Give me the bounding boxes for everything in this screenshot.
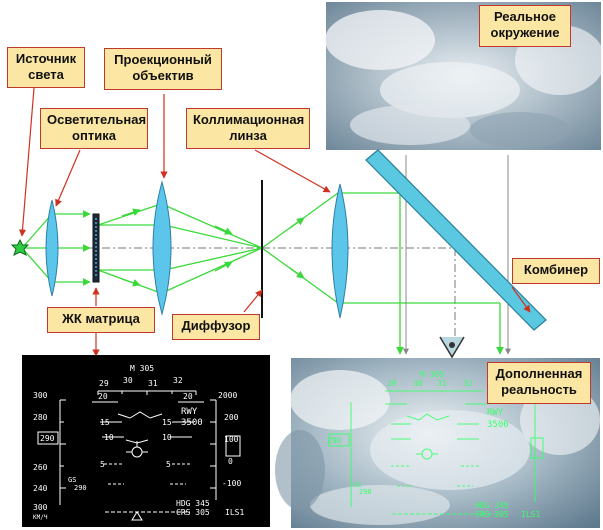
hud-hdg: HDG 345 xyxy=(176,499,210,508)
hud-rwy-label: RWY xyxy=(181,407,198,417)
ar-heading-scale-0: 29 xyxy=(387,379,397,388)
hud-screen: M 305 29 30 31 32 20 20 15 15 10 10 5 5 … xyxy=(22,355,270,527)
augmented-hud-overlay: M 305 29 30 31 32 290 GS 290 RWY 3500 HD… xyxy=(327,370,544,519)
label-illumination-optics-line1: Осветительная xyxy=(47,112,147,127)
label-light-source: Источник света xyxy=(7,47,85,88)
hud-alt-minus100: -100 xyxy=(222,479,241,488)
label-diffuser-text: Диффузор xyxy=(181,318,251,333)
ar-rwy-value: 3500 xyxy=(487,420,509,430)
hud-heading-scale-2: 31 xyxy=(148,379,158,388)
label-real-environment-line2: окружение xyxy=(490,25,560,40)
label-diffuser: Диффузор xyxy=(172,314,260,340)
hud-alt-200: 200 xyxy=(224,413,239,422)
light-rays xyxy=(21,192,504,355)
ar-crs: CRS 305 xyxy=(475,510,509,519)
hud-heading-scale-3: 32 xyxy=(173,376,183,385)
label-projection-lens-line1: Проекционный xyxy=(114,52,212,67)
label-collimation-lens-line1: Коллимационная xyxy=(193,112,305,127)
label-projection-lens: Проекционный объектив xyxy=(104,48,222,90)
hud-pitch-15-left: 15 xyxy=(100,418,110,427)
leader-arrows xyxy=(18,87,531,357)
hud-pitch-15-right: 15 xyxy=(162,418,172,427)
label-projection-lens-line2: объектив xyxy=(132,68,194,83)
collimation-lens xyxy=(331,183,349,319)
ar-heading-scale-3: 32 xyxy=(463,379,473,388)
hud-gs-label: GS xyxy=(68,476,76,484)
hud-pitch-20-right: 20 xyxy=(183,392,193,401)
ar-rwy-label: RWY xyxy=(487,408,504,418)
illumination-lens xyxy=(45,199,59,297)
label-illumination-optics-line2: оптика xyxy=(72,128,116,143)
label-augmented-reality-line1: Дополненная xyxy=(495,366,583,381)
label-augmented-reality-line2: реальность xyxy=(501,382,577,397)
hud-heading-scale-1: 30 xyxy=(123,376,133,385)
ar-speed-box: 290 xyxy=(327,436,342,445)
label-real-environment: Реальное окружение xyxy=(479,5,571,47)
hud-pitch-5-left: 5 xyxy=(100,460,105,469)
label-collimation-lens-line2: линза xyxy=(229,128,267,143)
ar-gs-value: 290 xyxy=(359,488,372,496)
hud-rwy-value: 3500 xyxy=(181,418,203,428)
ar-heading-scale-2: 31 xyxy=(437,379,447,388)
hud-speed-units: KM/Ч xyxy=(33,514,48,521)
hud-heading-scale-0: 29 xyxy=(99,379,109,388)
eye-icon xyxy=(439,336,465,359)
hud-alt-100: 100 xyxy=(224,435,239,444)
hud-speed-300: 300 xyxy=(33,391,48,400)
hud-pitch-5-right: 5 xyxy=(166,460,171,469)
hud-speed-240: 240 xyxy=(33,484,48,493)
label-lcd-matrix-text: ЖК матрица xyxy=(62,311,140,326)
hud-speed-260: 260 xyxy=(33,463,48,472)
hud-pitch-10-left: 10 xyxy=(104,433,114,442)
hud-pitch-10-right: 10 xyxy=(162,433,172,442)
light-source-star-icon xyxy=(10,238,30,256)
label-combiner: Комбинер xyxy=(512,258,600,284)
hud-crs: CRS 305 xyxy=(176,508,210,517)
label-augmented-reality: Дополненная реальность xyxy=(487,362,591,404)
label-illumination-optics: Осветительная оптика xyxy=(40,108,148,149)
ar-heading-top: M 305 xyxy=(420,370,444,379)
label-real-environment-line1: Реальное xyxy=(493,9,557,24)
hud-alt-2000: 2000 xyxy=(218,391,237,400)
ar-gs-label: GS xyxy=(353,481,361,489)
label-combiner-text: Комбинер xyxy=(523,262,589,277)
hud-heading-top: M 305 xyxy=(130,364,154,373)
hud-pitch-20-left: 20 xyxy=(98,392,108,401)
ar-ils: ILS1 xyxy=(521,510,540,519)
ar-heading-scale-1: 30 xyxy=(413,379,423,388)
hud-alt-0: 0 xyxy=(228,457,233,466)
hud-speed-tick: 300 xyxy=(33,503,48,512)
hud-speed-280: 280 xyxy=(33,413,48,422)
label-light-source-line2: света xyxy=(28,67,64,82)
projection-lens xyxy=(152,180,172,316)
hud-ils: ILS1 xyxy=(225,508,244,517)
label-collimation-lens: Коллимационная линза xyxy=(186,108,310,149)
label-light-source-line1: Источник xyxy=(15,51,77,66)
ar-hdg: HDG 345 xyxy=(475,501,509,510)
hud-gs-value: 290 xyxy=(74,484,87,492)
environment-rays xyxy=(403,155,511,355)
combiner xyxy=(365,149,547,331)
hud-speed-box: 290 xyxy=(40,434,55,443)
label-lcd-matrix: ЖК матрица xyxy=(47,307,155,333)
